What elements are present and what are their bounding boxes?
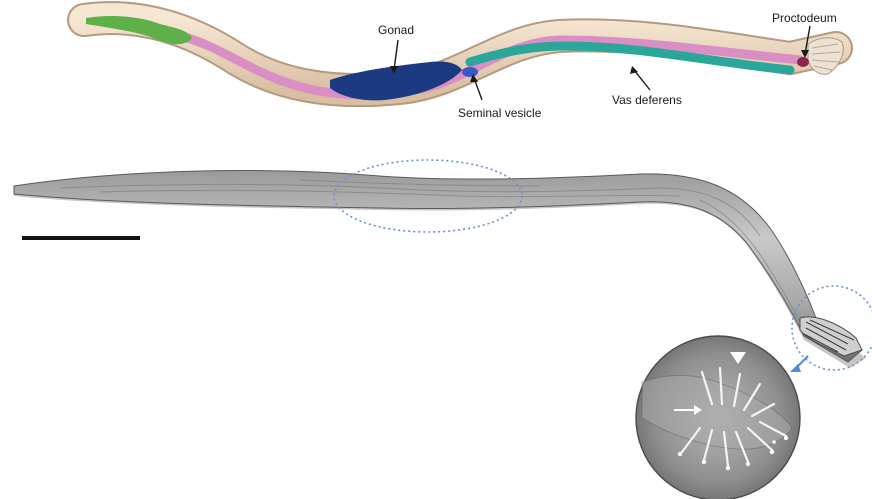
label-proctodeum: Proctodeum (772, 11, 837, 25)
schematic-worm: Gonad Seminal vesicle Vas deferens Proct… (84, 11, 843, 120)
gonad-pointer (394, 40, 398, 70)
label-gonad: Gonad (378, 23, 414, 37)
tail-inset (636, 336, 800, 499)
seminal-vesicle (462, 67, 478, 77)
micrograph-body (14, 171, 862, 362)
label-vas-deferens: Vas deferens (612, 93, 682, 107)
scale-bar (22, 236, 140, 240)
label-seminal-vesicle: Seminal vesicle (458, 106, 542, 120)
vas-deferens-pointer (634, 70, 650, 90)
proctodeum (797, 57, 809, 67)
